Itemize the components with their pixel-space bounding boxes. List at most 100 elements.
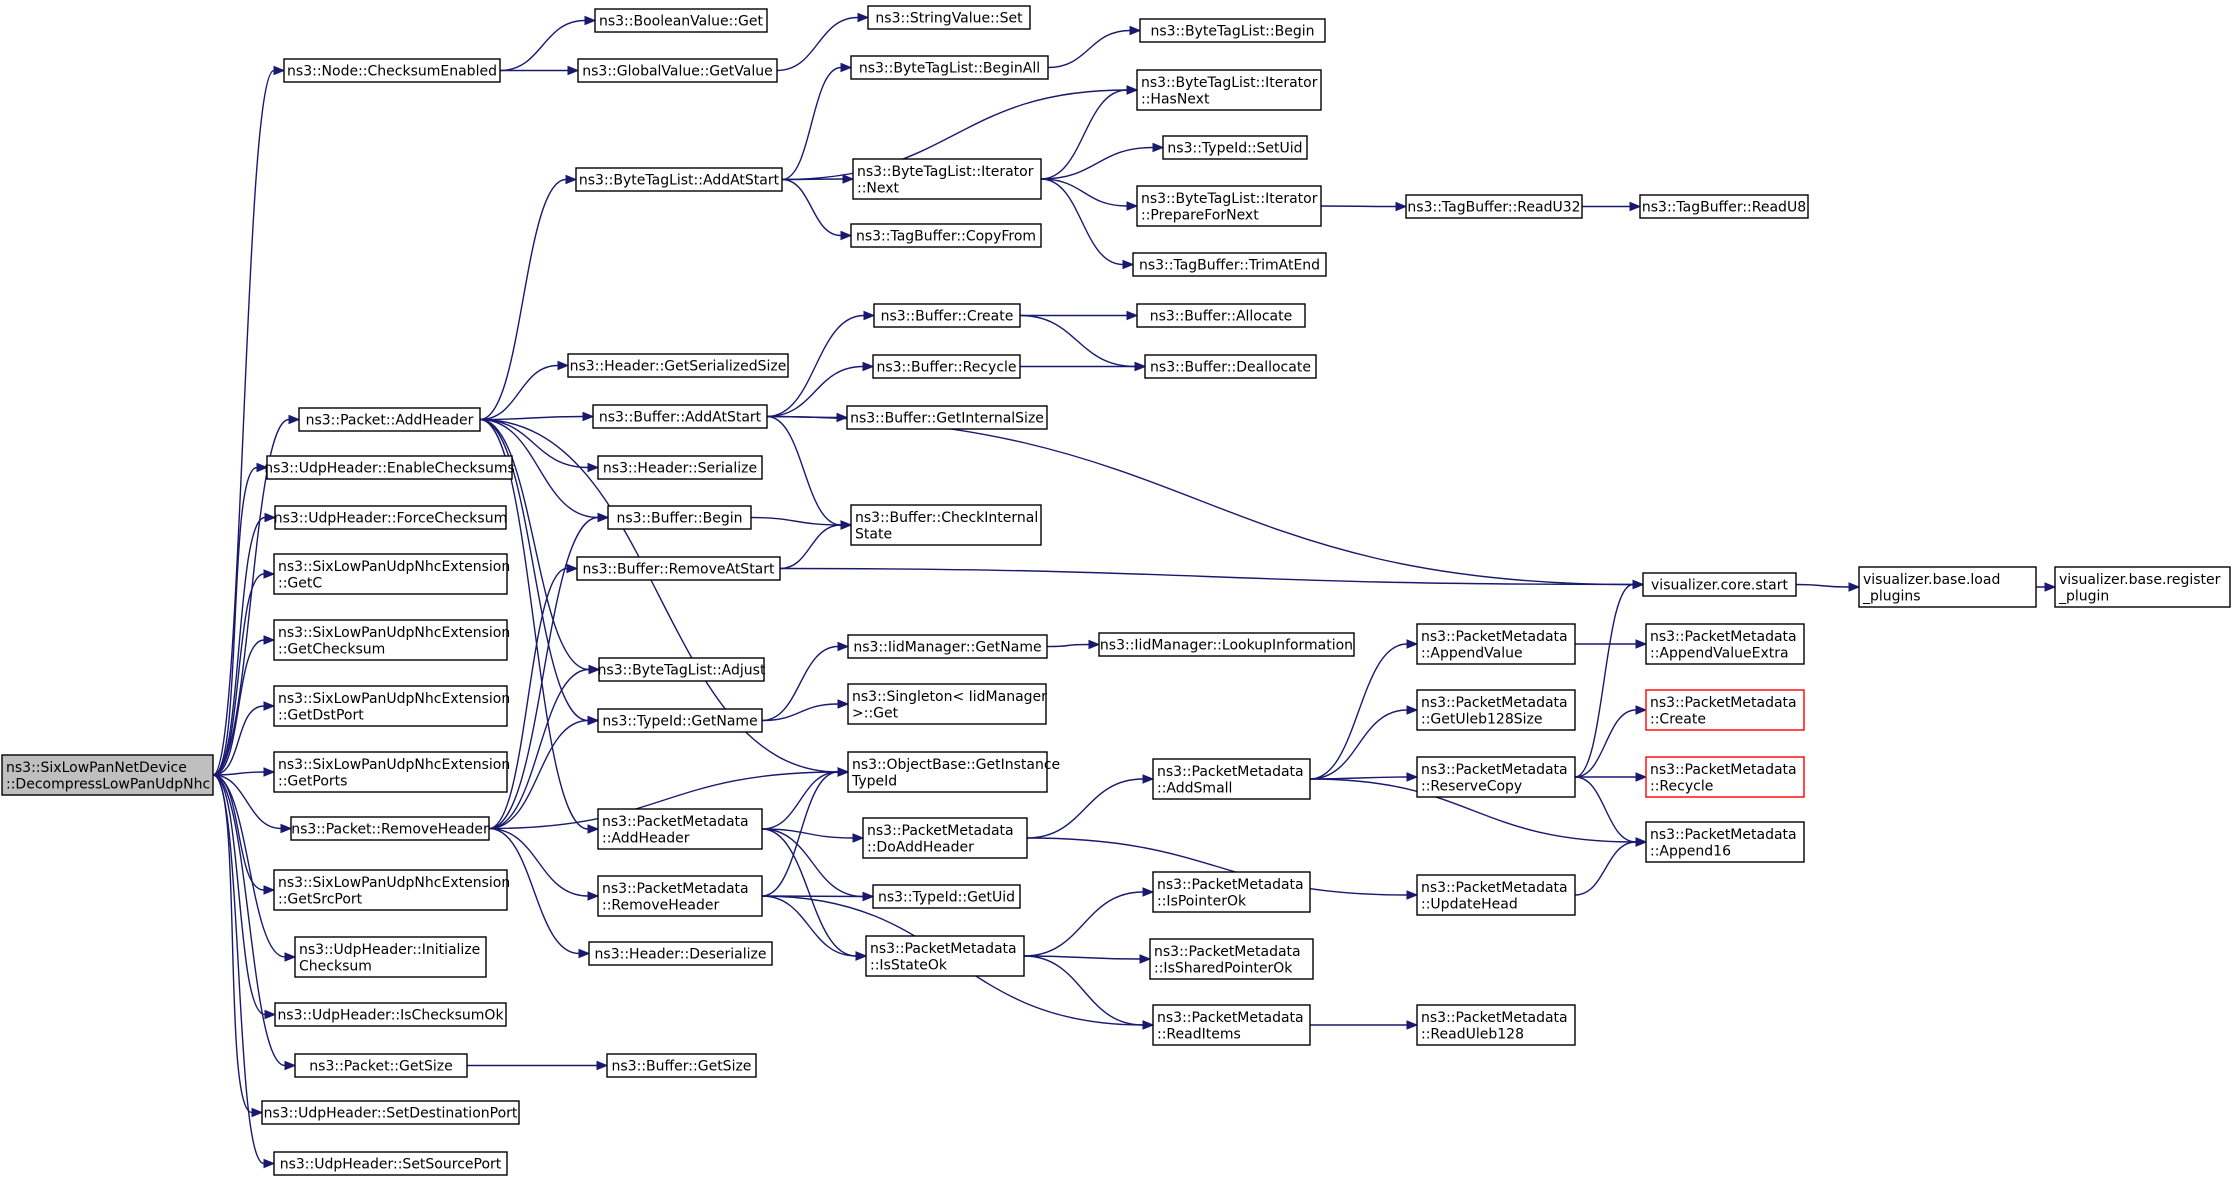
node-box[interactable]	[850, 55, 1049, 80]
node-n_tbReadU32[interactable]: ns3::TagBuffer::ReadU32	[1405, 194, 1583, 219]
node-n_pktRemoveHeader[interactable]: ns3::Packet::RemoveHeader	[290, 816, 490, 841]
node-box[interactable]	[1149, 938, 1314, 980]
node-box[interactable]	[1416, 756, 1576, 798]
node-n_slpGetChecksum[interactable]: ns3::SixLowPanUdpNhcExtension::GetChecks…	[273, 619, 510, 661]
node-n_boolGet[interactable]: ns3::BooleanValue::Get	[594, 8, 768, 33]
node-box[interactable]	[290, 816, 490, 841]
node-box[interactable]	[266, 455, 513, 480]
node-box[interactable]	[1144, 354, 1317, 379]
node-n_bufBegin[interactable]: ns3::Buffer::Begin	[607, 505, 752, 530]
node-box[interactable]	[594, 8, 768, 33]
node-n_udpIsChecksumOk[interactable]: ns3::UdpHeader::IsChecksumOk	[274, 1002, 507, 1027]
node-n_pmReadUleb128[interactable]: ns3::PacketMetadata::ReadUleb128	[1416, 1004, 1576, 1046]
node-n_bufCreate[interactable]: ns3::Buffer::Create	[873, 303, 1021, 328]
node-box[interactable]	[294, 936, 487, 978]
node-box[interactable]	[1152, 871, 1311, 913]
node-n_bufDeallocate[interactable]: ns3::Buffer::Deallocate	[1144, 354, 1317, 379]
node-box[interactable]	[1858, 566, 2037, 608]
node-n_btlItPrepare[interactable]: ns3::ByteTagList::Iterator::PrepareForNe…	[1136, 185, 1322, 227]
node-n_tbCopyFrom[interactable]: ns3::TagBuffer::CopyFrom	[850, 223, 1042, 248]
node-box[interactable]	[1645, 821, 1805, 863]
node-n_pmReserveCopy[interactable]: ns3::PacketMetadata::ReserveCopy	[1416, 756, 1576, 798]
node-box[interactable]	[273, 869, 508, 911]
node-box[interactable]	[1098, 632, 1355, 657]
node-n_pmIsSharedPointerOk[interactable]: ns3::PacketMetadata::IsSharedPointerOk	[1149, 938, 1314, 980]
node-box[interactable]	[1416, 623, 1576, 665]
node-n_pmUpdateHead[interactable]: ns3::PacketMetadata::UpdateHead	[1416, 874, 1576, 916]
node-n_singletonGet[interactable]: ns3::Singleton< IidManager >::Get	[847, 683, 1047, 725]
node-n_iidGetName[interactable]: ns3::IidManager::GetName	[847, 634, 1048, 659]
node-box[interactable]	[1645, 689, 1805, 731]
node-n_pmRecycle[interactable]: ns3::PacketMetadata::Recycle	[1645, 756, 1805, 798]
node-box[interactable]	[847, 751, 1048, 793]
node-box[interactable]	[865, 935, 1025, 977]
node-box[interactable]	[846, 405, 1048, 430]
node-n_bufGetInternalSize[interactable]: ns3::Buffer::GetInternalSize	[846, 405, 1048, 430]
node-n_bufAllocate[interactable]: ns3::Buffer::Allocate	[1136, 303, 1306, 328]
node-n_btlItNext[interactable]: ns3::ByteTagList::Iterator::Next	[852, 158, 1042, 200]
node-box[interactable]	[1645, 623, 1805, 665]
node-box[interactable]	[597, 808, 763, 850]
node-box[interactable]	[588, 941, 773, 966]
node-box[interactable]	[597, 455, 763, 480]
node-n_btlAdjust[interactable]: ns3::ByteTagList::Adjust	[598, 657, 766, 682]
node-box[interactable]	[294, 1053, 468, 1078]
node-box[interactable]	[1642, 572, 1797, 597]
node-n_pktAddHeader[interactable]: ns3::Packet::AddHeader	[298, 407, 481, 432]
node-n_slpGetPorts[interactable]: ns3::SixLowPanUdpNhcExtension::GetPorts	[273, 751, 510, 793]
node-box[interactable]	[1136, 303, 1306, 328]
node-box[interactable]	[298, 407, 481, 432]
node-n_typeIdSetUid[interactable]: ns3::TypeId::SetUid	[1162, 135, 1308, 160]
node-box[interactable]	[261, 1100, 520, 1125]
node-n_pmAppendValueExtra[interactable]: ns3::PacketMetadata::AppendValueExtra	[1645, 623, 1805, 665]
node-n_btlBeginAll[interactable]: ns3::ByteTagList::BeginAll	[850, 55, 1049, 80]
node-box[interactable]	[598, 657, 765, 682]
node-box[interactable]	[1136, 69, 1322, 111]
node-box[interactable]	[273, 1151, 508, 1176]
node-box[interactable]	[1152, 1004, 1311, 1046]
node-box[interactable]	[567, 353, 789, 378]
node-box[interactable]	[872, 354, 1021, 379]
node-n_pmDoAddHeader[interactable]: ns3::PacketMetadata::DoAddHeader	[862, 817, 1028, 859]
node-box[interactable]	[872, 884, 1021, 909]
node-box[interactable]	[852, 158, 1042, 200]
node-box[interactable]	[1136, 185, 1322, 227]
node-box[interactable]	[1639, 194, 1809, 219]
node-box[interactable]	[273, 751, 508, 793]
node-box[interactable]	[273, 553, 508, 595]
node-box[interactable]	[847, 634, 1048, 659]
node-box[interactable]	[1416, 1004, 1576, 1046]
node-n_hdrSerialize[interactable]: ns3::Header::Serialize	[597, 455, 763, 480]
node-n_pmAppendValue[interactable]: ns3::PacketMetadata::AppendValue	[1416, 623, 1576, 665]
node-n_stringSet[interactable]: ns3::StringValue::Set	[867, 5, 1031, 30]
node-n_btlAddAtStart[interactable]: ns3::ByteTagList::AddAtStart	[575, 167, 783, 192]
node-n_tbTrimAtEnd[interactable]: ns3::TagBuffer::TrimAtEnd	[1132, 252, 1327, 277]
node-n_bufRemoveAtStart[interactable]: ns3::Buffer::RemoveAtStart	[576, 556, 781, 581]
node-n_checksumEnabled[interactable]: ns3::Node::ChecksumEnabled	[283, 58, 501, 83]
node-box[interactable]	[283, 58, 501, 83]
node-box[interactable]	[1416, 689, 1576, 731]
node-box[interactable]	[575, 167, 783, 192]
node-box[interactable]	[597, 708, 763, 733]
node-box[interactable]	[274, 1002, 507, 1027]
node-box[interactable]	[1132, 252, 1327, 277]
node-box[interactable]	[592, 404, 768, 429]
node-box[interactable]	[2054, 566, 2231, 608]
node-n_udpSetSrcPort[interactable]: ns3::UdpHeader::SetSourcePort	[273, 1151, 508, 1176]
node-n_pmGetUleb128Size[interactable]: ns3::PacketMetadata::GetUleb128Size	[1416, 689, 1576, 731]
node-n_visCoreStart[interactable]: visualizer.core.start	[1642, 572, 1797, 597]
node-n_pmIsPointerOk[interactable]: ns3::PacketMetadata::IsPointerOk	[1152, 871, 1311, 913]
node-n_slpGetDstPort[interactable]: ns3::SixLowPanUdpNhcExtension::GetDstPor…	[273, 685, 510, 727]
node-n_pmIsStateOk[interactable]: ns3::PacketMetadata::IsStateOk	[865, 935, 1025, 977]
node-n_udpEnableChecksums[interactable]: ns3::UdpHeader::EnableChecksums	[264, 455, 515, 480]
node-n_bufRecycle[interactable]: ns3::Buffer::Recycle	[872, 354, 1021, 379]
node-root[interactable]: ns3::SixLowPanNetDevice::DecompressLowPa…	[1, 754, 214, 796]
node-n_slpGetC[interactable]: ns3::SixLowPanUdpNhcExtension::GetC	[273, 553, 510, 595]
node-n_typeIdGetUid[interactable]: ns3::TypeId::GetUid	[872, 884, 1021, 909]
node-box[interactable]	[1645, 756, 1805, 798]
node-box[interactable]	[597, 875, 763, 917]
node-box[interactable]	[1139, 18, 1326, 43]
node-box[interactable]	[607, 505, 752, 530]
